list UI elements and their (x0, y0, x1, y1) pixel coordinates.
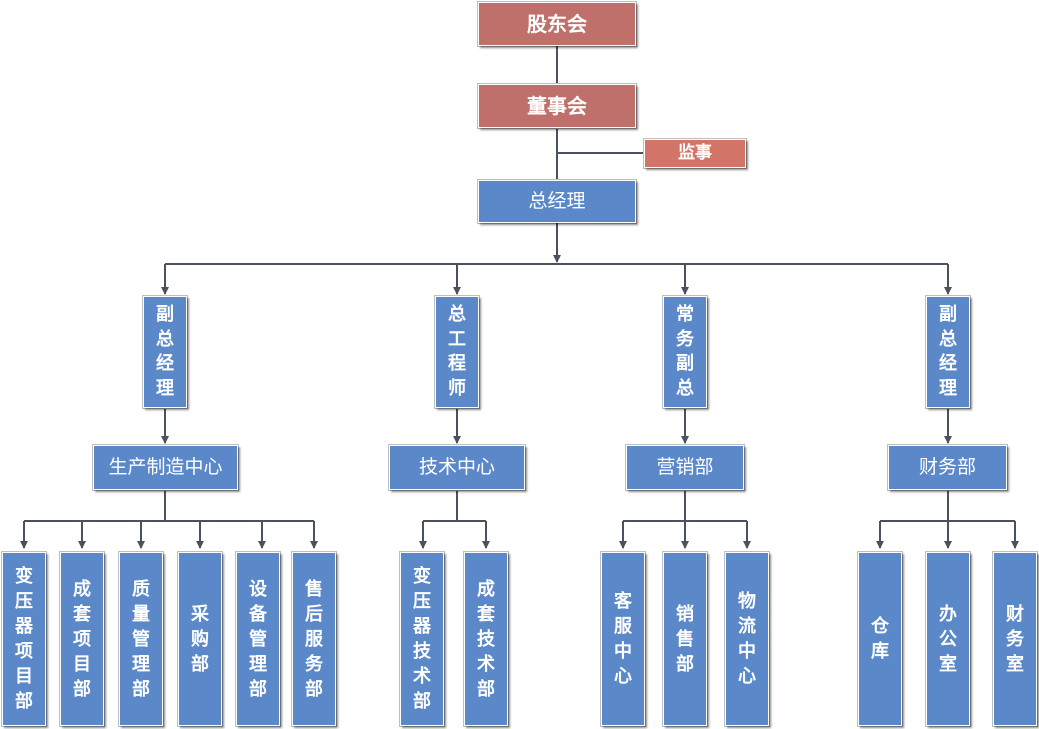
chief-engineer-box: 总工程师 (435, 296, 479, 408)
board-label: 董事会 (527, 94, 587, 118)
sales-dept-label: 营销部 (656, 456, 714, 478)
tech-center-box: 技术中心 (389, 445, 525, 490)
sales-unit-box: 销售部 (663, 552, 707, 726)
tech-unit-label: 成套技术部 (477, 578, 495, 700)
vp-production-label: 副总经理 (156, 304, 174, 399)
production-unit-label: 采购部 (191, 603, 209, 675)
sales-unit-box: 客服中心 (601, 552, 645, 726)
finance-unit-box: 财务室 (993, 552, 1037, 726)
tech-unit-box: 变压器技术部 (400, 552, 444, 726)
vp-production-box: 副总经理 (143, 296, 187, 408)
board-box: 董事会 (478, 84, 636, 128)
vp-finance-label: 副总经理 (939, 304, 957, 399)
production-unit-box: 成套项目部 (60, 552, 104, 726)
production-unit-label: 售后服务部 (305, 578, 323, 700)
tech-unit-label: 变压器技术部 (413, 566, 431, 712)
production-unit-box: 质量管理部 (119, 552, 163, 726)
general-manager-label: 总经理 (528, 190, 586, 212)
production-unit-box: 采购部 (178, 552, 222, 726)
production-unit-label: 成套项目部 (73, 578, 91, 700)
finance-dept-box: 财务部 (888, 445, 1007, 490)
finance-unit-box: 办公室 (926, 552, 970, 726)
supervisor-box: 监事 (644, 139, 746, 168)
sales-dept-box: 营销部 (626, 445, 744, 490)
production-unit-box: 设备管理部 (236, 552, 280, 726)
production-unit-box: 变压器项目部 (2, 552, 46, 726)
production-center-box: 生产制造中心 (93, 445, 238, 490)
sales-unit-box: 物流中心 (725, 552, 769, 726)
tech-unit-box: 成套技术部 (464, 552, 508, 726)
sales-unit-label: 客服中心 (614, 591, 632, 687)
sales-unit-label: 物流中心 (738, 591, 756, 687)
supervisor-label: 监事 (678, 143, 712, 163)
finance-unit-label: 财务室 (1006, 603, 1024, 675)
shareholders-box: 股东会 (478, 2, 636, 46)
production-center-label: 生产制造中心 (108, 456, 223, 478)
production-unit-box: 售后服务部 (292, 552, 336, 726)
production-unit-label: 设备管理部 (249, 578, 267, 700)
general-manager-box: 总经理 (478, 180, 636, 223)
executive-vp-label: 常务副总 (676, 304, 694, 399)
production-unit-label: 变压器项目部 (15, 566, 33, 712)
sales-unit-label: 销售部 (676, 603, 694, 675)
shareholders-label: 股东会 (527, 12, 587, 36)
finance-unit-box: 仓库 (858, 552, 902, 726)
finance-unit-label: 仓库 (871, 616, 889, 662)
finance-dept-label: 财务部 (918, 456, 976, 478)
chief-engineer-label: 总工程师 (448, 304, 466, 399)
tech-center-label: 技术中心 (418, 456, 495, 478)
executive-vp-box: 常务副总 (663, 296, 707, 408)
finance-unit-label: 办公室 (939, 603, 957, 675)
vp-finance-box: 副总经理 (926, 296, 970, 408)
production-unit-label: 质量管理部 (132, 578, 150, 700)
